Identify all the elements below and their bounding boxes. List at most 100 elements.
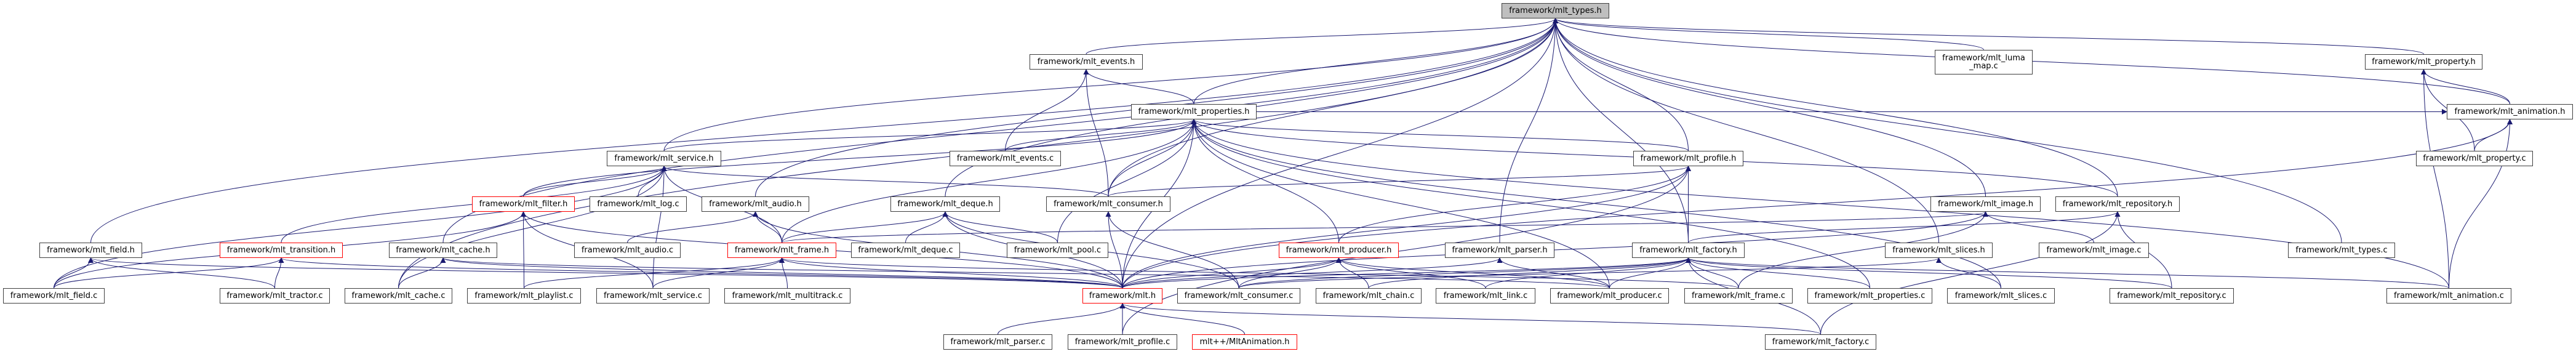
node-link-c[interactable]: framework/mlt_link.c <box>1436 288 1535 304</box>
edge-animation-c-to-animation-h <box>2449 119 2513 289</box>
edge-pool-c-to-deque-h <box>942 211 1058 243</box>
node-properties-c[interactable]: framework/mlt_properties.c <box>1807 288 1932 304</box>
edge-frame-h-to-image-h <box>782 211 1988 243</box>
edge-property-h-to-types-h <box>1553 18 2424 55</box>
node-frame-h[interactable]: framework/mlt_frame.h <box>727 243 836 258</box>
edge-factory-c-to-mlt-h <box>1119 303 1821 335</box>
node-slices-c[interactable]: framework/mlt_slices.c <box>1947 288 2055 304</box>
node-types-h: framework/mlt_types.h <box>1502 3 1609 18</box>
node-animation-c[interactable]: framework/mlt_animation.c <box>2386 288 2511 304</box>
node-image-h[interactable]: framework/mlt_image.h <box>1930 196 2041 212</box>
edge-tractor-c-to-field-h <box>88 257 275 289</box>
node-audio-c[interactable]: framework/mlt_audio.c <box>574 243 681 258</box>
edge-consumer-c-to-factory-h <box>1238 257 1691 289</box>
edge-image-c-to-image-h <box>1983 211 2094 243</box>
edge-events-c-to-properties-h <box>1005 119 1197 151</box>
edge-consumer-h-to-service-h <box>661 166 1109 197</box>
edge-service-h-to-types-h <box>663 18 1558 151</box>
node-cache-c[interactable]: framework/mlt_cache.c <box>345 288 452 304</box>
node-mltanimation-h[interactable]: mlt++/MltAnimation.h <box>1192 334 1297 350</box>
node-factory-c[interactable]: framework/mlt_factory.c <box>1765 334 1876 350</box>
edge-frame-h-to-deque-h <box>782 211 948 243</box>
edge-chain-c-to-factory-h <box>1368 257 1691 289</box>
edge-producer-c-to-cache-h <box>441 257 1610 289</box>
edge-mlt-h-to-consumer-h <box>1105 211 1123 289</box>
node-slices-h[interactable]: framework/mlt_slices.h <box>1885 243 1993 258</box>
edge-mltanimation-h-to-mlt-h <box>1119 303 1245 335</box>
node-consumer-c[interactable]: framework/mlt_consumer.c <box>1177 288 1300 304</box>
edge-animation-h-to-property-h <box>2421 69 2510 105</box>
edge-factory-h-to-types-h <box>1553 18 1689 243</box>
node-multitrack-c[interactable]: framework/mlt_multitrack.c <box>724 288 850 304</box>
node-events-h[interactable]: framework/mlt_events.h <box>1030 54 1143 70</box>
node-pool-c[interactable]: framework/mlt_pool.c <box>1007 243 1108 258</box>
node-service-h[interactable]: framework/mlt_service.h <box>607 151 721 166</box>
node-mlt-h[interactable]: framework/mlt.h <box>1082 288 1162 304</box>
edge-consumer-h-to-properties-h <box>1108 119 1197 197</box>
node-properties-h[interactable]: framework/mlt_properties.h <box>1131 104 1257 119</box>
node-cache-h[interactable]: framework/mlt_cache.h <box>389 243 497 258</box>
node-profile-h[interactable]: framework/mlt_profile.h <box>1633 151 1743 166</box>
node-property-h[interactable]: framework/mlt_property.h <box>2365 54 2482 70</box>
node-parser-h[interactable]: framework/mlt_parser.h <box>1445 243 1554 258</box>
edge-mlt-h-to-cache-h <box>440 257 1123 289</box>
node-repository-c[interactable]: framework/mlt_repository.c <box>2110 288 2234 304</box>
node-animation-h[interactable]: framework/mlt_animation.h <box>2447 104 2573 119</box>
edge-filter-h-to-service-h <box>523 166 667 197</box>
edge-audio-c-to-audio-h <box>627 211 758 243</box>
edge-consumer-h-to-profile-h <box>1108 166 1691 197</box>
node-deque-c[interactable]: framework/mlt_deque.c <box>851 243 960 258</box>
node-producer-h[interactable]: framework/mlt_producer.h <box>1279 243 1399 258</box>
edge-mlt-h-to-frame-h <box>779 257 1123 289</box>
edge-animation-c-to-property-h <box>2421 69 2449 289</box>
edge-luma-map-c-to-types-h <box>1553 18 1984 50</box>
node-playlist-c[interactable]: framework/mlt_playlist.c <box>467 288 581 304</box>
edge-field-c-to-field-h <box>54 257 94 289</box>
node-repository-h[interactable]: framework/mlt_repository.h <box>2055 196 2180 212</box>
edge-consumer-c-to-slices-h <box>1238 257 1942 289</box>
node-chain-c[interactable]: framework/mlt_chain.c <box>1316 288 1422 304</box>
edge-producer-c-to-producer-h <box>1336 257 1610 289</box>
node-events-c[interactable]: framework/mlt_events.c <box>950 151 1061 166</box>
edge-playlist-c-to-frame-h <box>524 257 785 289</box>
edge-mlt-h-to-types-h <box>1122 18 1558 289</box>
node-luma-map-c[interactable]: framework/mlt_luma _map.c <box>1935 50 2033 74</box>
edge-service-c-to-service-h <box>652 166 667 289</box>
node-field-h[interactable]: framework/mlt_field.h <box>39 243 142 258</box>
edge-events-h-to-types-h <box>1086 18 1558 55</box>
edge-parser-h-to-types-h <box>1499 18 1558 243</box>
node-profile-c[interactable]: framework/mlt_profile.c <box>1068 334 1177 350</box>
edge-mlt-h-to-parser-h <box>1122 257 1503 289</box>
node-property-c[interactable]: framework/mlt_property.c <box>2416 151 2533 166</box>
node-tractor-c[interactable]: framework/mlt_tractor.c <box>220 288 330 304</box>
edge-animation-h-to-types-h <box>1553 18 2510 105</box>
edge-properties-h-to-events-h <box>1083 69 1194 105</box>
node-types-c[interactable]: framework/mlt_types.c <box>2288 243 2395 258</box>
node-image-c[interactable]: framework/mlt_image.c <box>2039 243 2149 258</box>
node-audio-h[interactable]: framework/mlt_audio.h <box>702 196 809 212</box>
node-service-c[interactable]: framework/mlt_service.c <box>596 288 710 304</box>
edge-slices-h-to-types-h <box>1553 18 1939 243</box>
node-deque-h[interactable]: framework/mlt_deque.h <box>890 196 1000 212</box>
edge-repository-h-to-types-h <box>1553 18 2118 197</box>
node-factory-h[interactable]: framework/mlt_factory.h <box>1632 243 1745 258</box>
node-field-c[interactable]: framework/mlt_field.c <box>3 288 105 304</box>
node-producer-c[interactable]: framework/mlt_producer.c <box>1550 288 1669 304</box>
node-log-c[interactable]: framework/mlt_log.c <box>590 196 687 212</box>
edge-service-c-to-frame-h <box>652 257 785 289</box>
edge-producer-c-to-parser-h <box>1497 257 1610 289</box>
edge-producer-c-to-properties-h <box>1191 119 1610 289</box>
node-consumer-h[interactable]: framework/mlt_consumer.h <box>1046 196 1170 212</box>
edge-mlt-h-to-field-h <box>88 257 1123 289</box>
node-parser-c[interactable]: framework/mlt_parser.c <box>943 334 1052 350</box>
edge-profile-h-to-types-h <box>1553 18 1689 151</box>
node-transition-h[interactable]: framework/mlt_transition.h <box>220 243 343 258</box>
edge-frame-h-to-properties-h <box>782 119 1197 243</box>
edge-consumer-h-to-events-h <box>1083 69 1109 197</box>
node-filter-h[interactable]: framework/mlt_filter.h <box>472 196 575 212</box>
node-frame-c[interactable]: framework/mlt_frame.c <box>1684 288 1793 304</box>
edge-frame-c-to-image-h <box>1738 211 1988 289</box>
edge-consumer-c-to-producer-h <box>1238 257 1342 289</box>
edge-field-c-to-service-h <box>54 166 667 289</box>
